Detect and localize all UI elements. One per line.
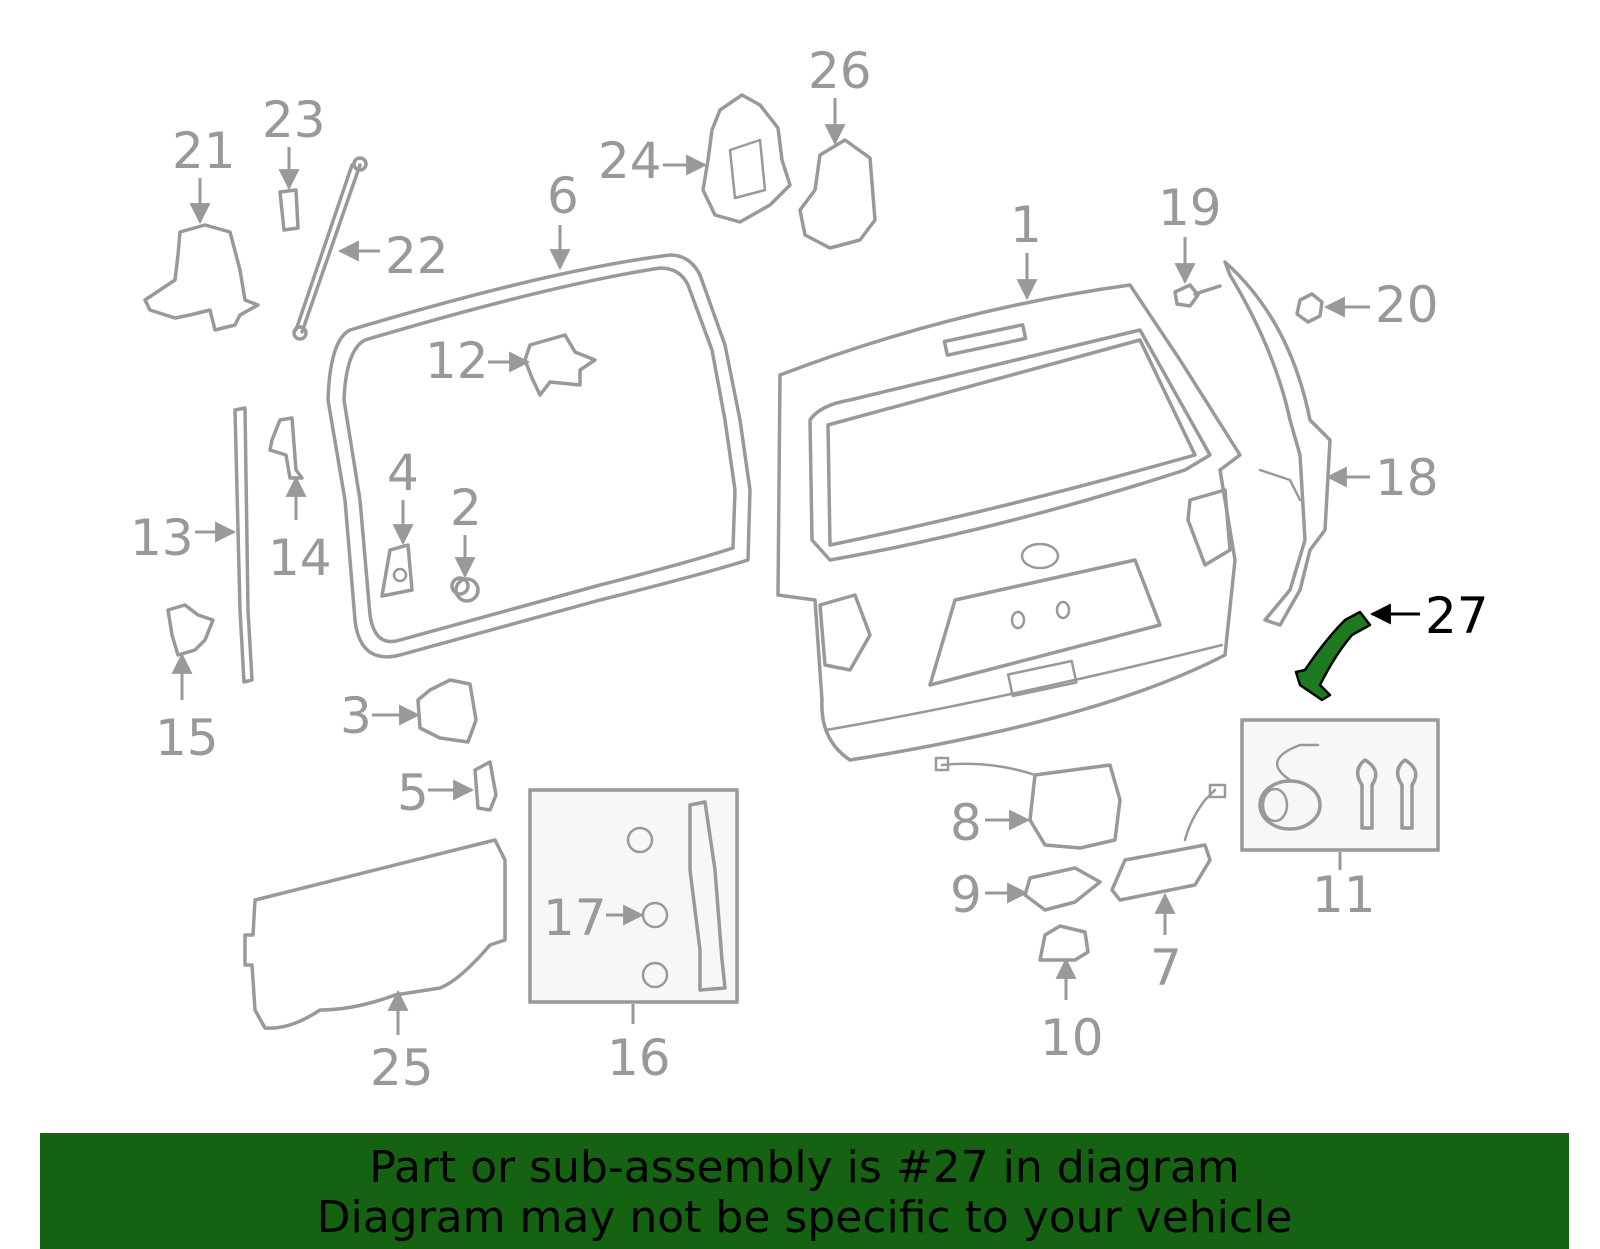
part-6-weatherstrip: [326, 253, 752, 659]
callout-2: 2: [450, 479, 482, 537]
callout-23: 23: [262, 91, 326, 149]
part-2-cushion: [450, 576, 480, 603]
callout-27-highlighted: 27: [1425, 587, 1489, 645]
part-7-handle: [1110, 783, 1227, 902]
callout-18: 18: [1375, 449, 1439, 507]
part-21-hinge: [143, 223, 260, 332]
callout-labels: 1 2 3 4 5 6 7 8 9 10 11 12 13 14 15 16 1…: [130, 42, 1489, 1097]
callout-26: 26: [808, 42, 872, 100]
callout-11: 11: [1312, 866, 1376, 924]
part-3-bracket: [416, 678, 478, 744]
info-banner: Part or sub-assembly is #27 in diagram D…: [40, 1133, 1569, 1249]
part-16-clip-kit: [528, 788, 739, 1024]
callout-21: 21: [172, 122, 236, 180]
callout-3: 3: [340, 687, 372, 745]
part-19-bolt: [1173, 283, 1222, 308]
banner-line-disclaimer: Diagram may not be specific to your vehi…: [316, 1192, 1293, 1243]
callout-7: 7: [1150, 939, 1182, 997]
part-27-highlighted: [1294, 610, 1372, 702]
part-24-cover: [701, 93, 792, 224]
banner-line-part-number: Part or sub-assembly is #27 in diagram: [369, 1142, 1240, 1193]
callout-13: 13: [130, 509, 194, 567]
part-20-nut: [1295, 292, 1324, 324]
part-10-bracket: [1038, 924, 1090, 962]
part-4-bumper: [380, 543, 414, 598]
callout-15: 15: [155, 709, 219, 767]
part-23-clip: [278, 188, 300, 232]
part-9-handle-cover: [1023, 866, 1102, 912]
callout-24: 24: [598, 132, 662, 190]
part-13-stay: [233, 406, 254, 684]
part-18-weatherstrip: [1223, 260, 1332, 627]
callout-6: 6: [547, 167, 579, 225]
callout-10: 10: [1040, 1009, 1104, 1067]
part-22-support-rod: [292, 156, 368, 341]
part-8-lock: [934, 756, 1122, 850]
part-1-back-door: [776, 283, 1242, 762]
part-12-hinge: [523, 333, 597, 397]
callout-8: 8: [950, 794, 982, 852]
callout-5: 5: [397, 764, 429, 822]
callout-1: 1: [1010, 196, 1042, 254]
callout-25: 25: [370, 1039, 434, 1097]
part-15-hinge: [166, 603, 215, 657]
callout-12: 12: [425, 332, 489, 390]
part-26-cover: [798, 138, 877, 250]
callout-20: 20: [1375, 276, 1439, 334]
part-25-trim-panel: [243, 838, 507, 1030]
callout-9: 9: [950, 866, 982, 924]
part-11-lock-cylinder-kit: [1240, 718, 1440, 870]
callout-14: 14: [268, 529, 332, 587]
callout-22: 22: [385, 227, 449, 285]
callout-4: 4: [387, 444, 419, 502]
part-14-bracket: [268, 416, 304, 480]
callout-17: 17: [543, 889, 607, 947]
part-5-stopper: [473, 760, 498, 812]
callout-16: 16: [607, 1029, 671, 1087]
callout-19: 19: [1158, 179, 1222, 237]
